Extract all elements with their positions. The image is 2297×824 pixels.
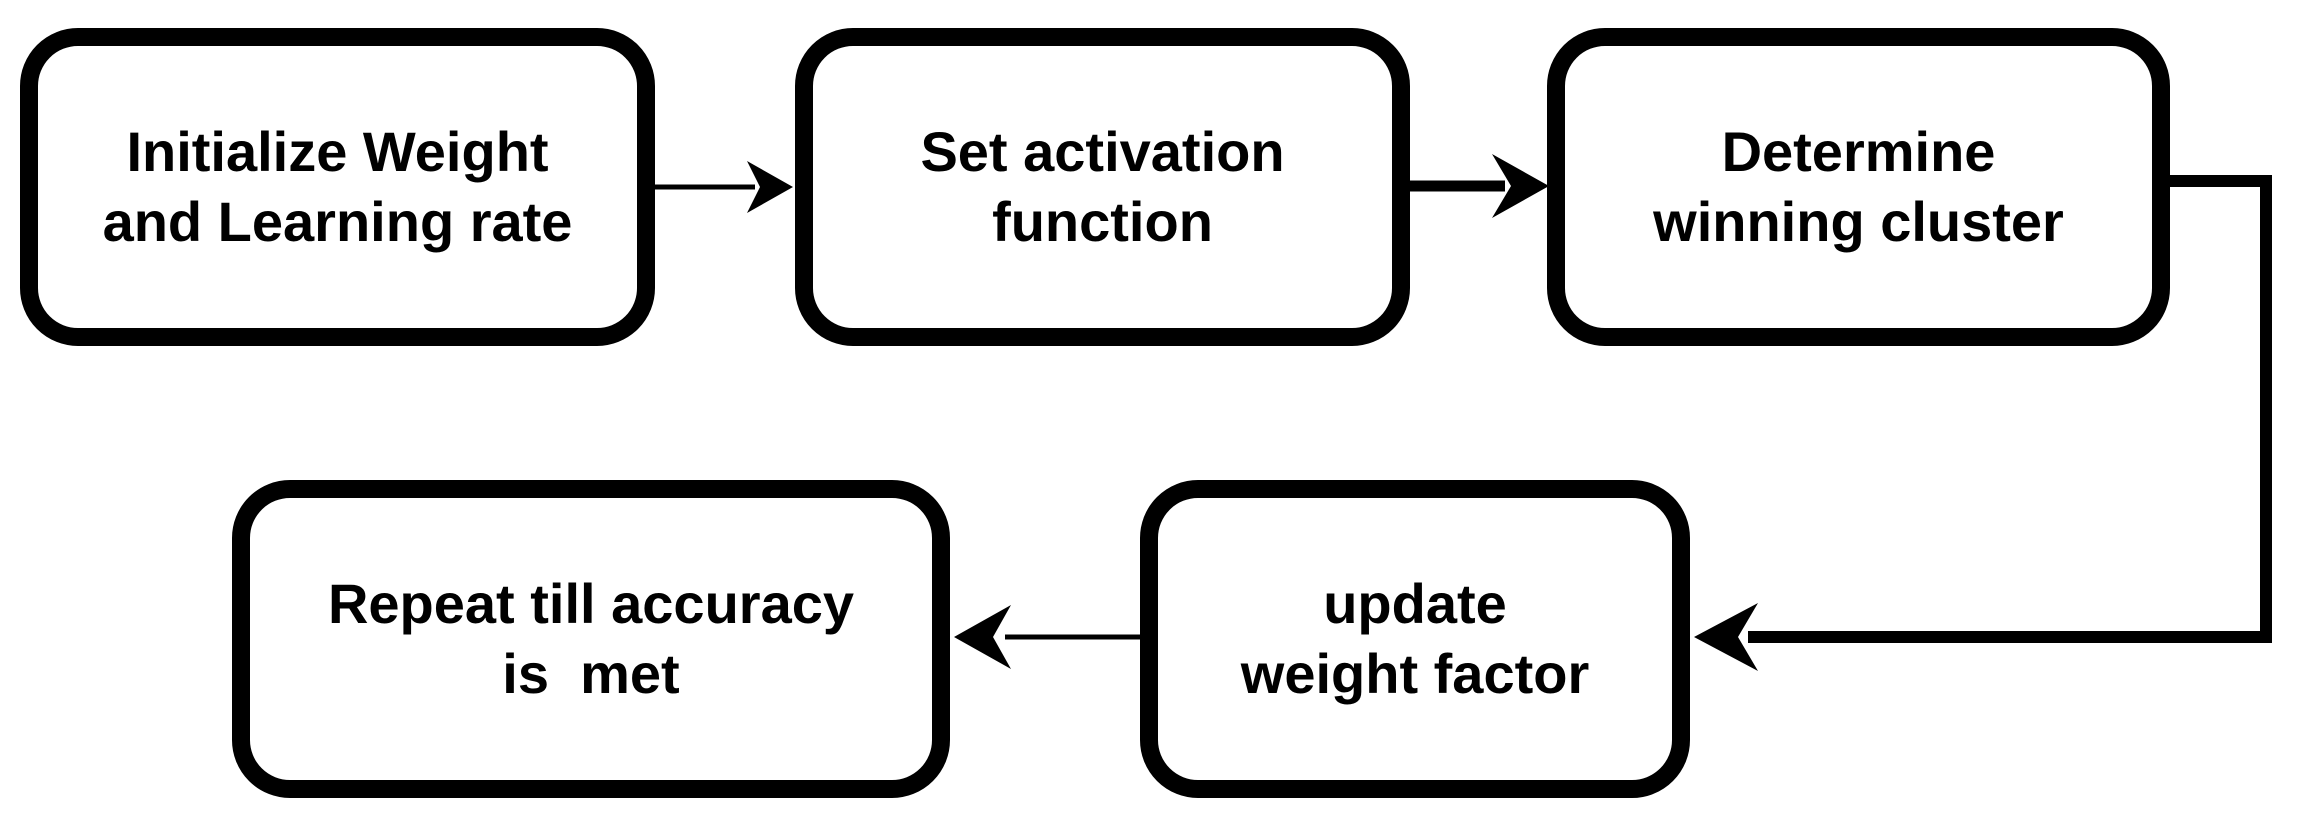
- edge-init-to-set-activation: [655, 161, 793, 213]
- node-set-activation: Set activation function: [795, 28, 1410, 346]
- edge-update-weight-to-repeat-arrowhead-icon: [954, 605, 1011, 669]
- node-update-weight-factor: update weight factor: [1140, 480, 1690, 798]
- edge-set-activation-to-determine-winner: [1410, 154, 1549, 218]
- node-initialize-weight: Initialize Weight and Learning rate: [20, 28, 655, 346]
- node-repeat-till-accuracy-line2: is met: [502, 642, 680, 705]
- node-update-weight-factor-line2: weight factor: [1240, 642, 1590, 705]
- edge-set-activation-to-determine-winner-arrowhead-icon: [1492, 154, 1549, 218]
- edge-init-to-set-activation-arrowhead-icon: [747, 161, 793, 213]
- node-determine-winning-cluster: Determine winning cluster: [1547, 28, 2170, 346]
- edge-determine-winner-to-update-weight-arrowhead-icon: [1694, 603, 1758, 671]
- node-determine-winning-cluster-line2: winning cluster: [1653, 190, 2064, 253]
- node-set-activation-line2: function: [992, 190, 1213, 253]
- node-initialize-weight-line2: and Learning rate: [102, 190, 573, 253]
- node-determine-winning-cluster-line1: Determine: [1721, 120, 1996, 183]
- node-initialize-weight-line1: Initialize Weight: [126, 120, 549, 183]
- node-set-activation-line1: Set activation: [920, 120, 1285, 183]
- edge-update-weight-to-repeat: [954, 605, 1140, 669]
- node-update-weight-factor-line1: update: [1323, 572, 1507, 635]
- node-repeat-till-accuracy: Repeat till accuracy is met: [232, 480, 950, 798]
- node-repeat-till-accuracy-line1: Repeat till accuracy: [327, 572, 855, 635]
